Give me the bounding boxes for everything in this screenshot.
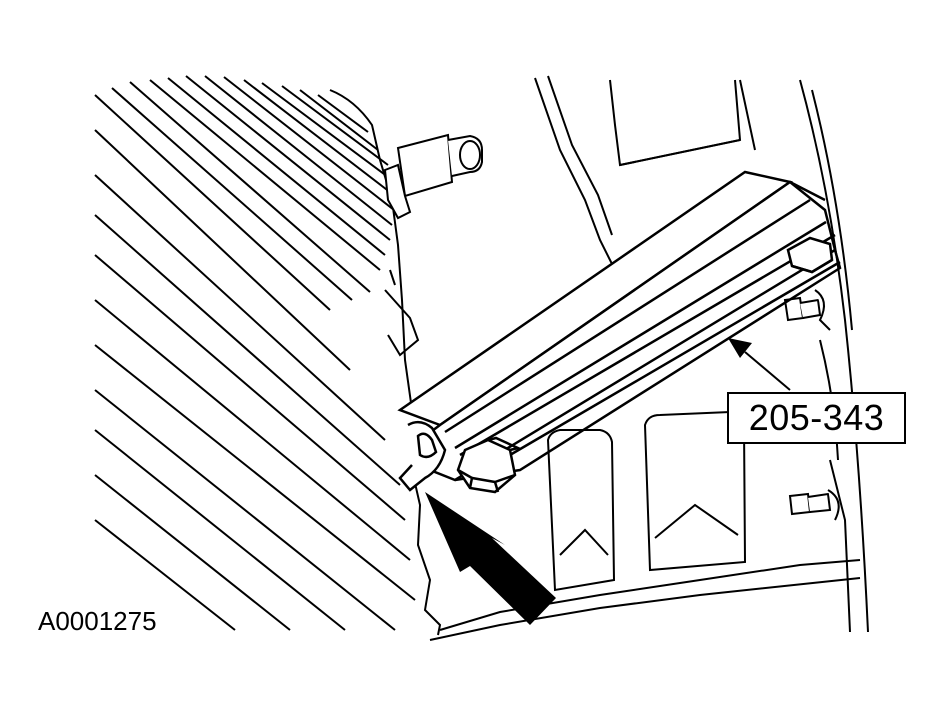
figure-id: A0001275 [38, 606, 157, 636]
connector [383, 133, 483, 220]
recessed-pockets [546, 410, 747, 592]
bolt-head [456, 436, 522, 494]
special-tool-bar [397, 170, 842, 492]
frame-outline [429, 75, 869, 641]
callout-leader [728, 338, 791, 391]
finned-housing [94, 75, 442, 636]
side-fasteners [783, 289, 840, 521]
tool-callout-label: 205-343 [727, 392, 906, 444]
direction-arrow [425, 492, 556, 625]
